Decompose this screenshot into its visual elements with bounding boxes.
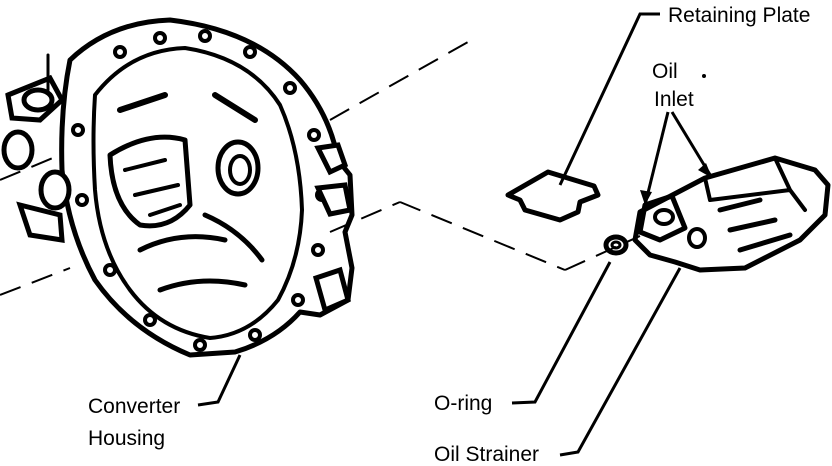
retaining-plate-label: Retaining Plate [668, 4, 810, 27]
leader-arrowheads [640, 163, 712, 205]
oil-strainer-label: Oil Strainer [434, 443, 539, 466]
o-ring-drawing [603, 234, 629, 256]
retaining-plate-drawing [505, 169, 601, 223]
converter-housing-label-line1: Converter [88, 395, 180, 418]
oil-inlet-label-line2: Inlet [654, 88, 694, 111]
o-ring-label: O-ring [434, 392, 492, 415]
oil-inlet-label-line1: Oil [652, 60, 678, 83]
oil-strainer-drawing [632, 155, 831, 273]
converter-housing-drawing [1, 17, 355, 358]
converter-housing-label-line2: Housing [88, 427, 165, 450]
dot-mark [702, 74, 706, 78]
